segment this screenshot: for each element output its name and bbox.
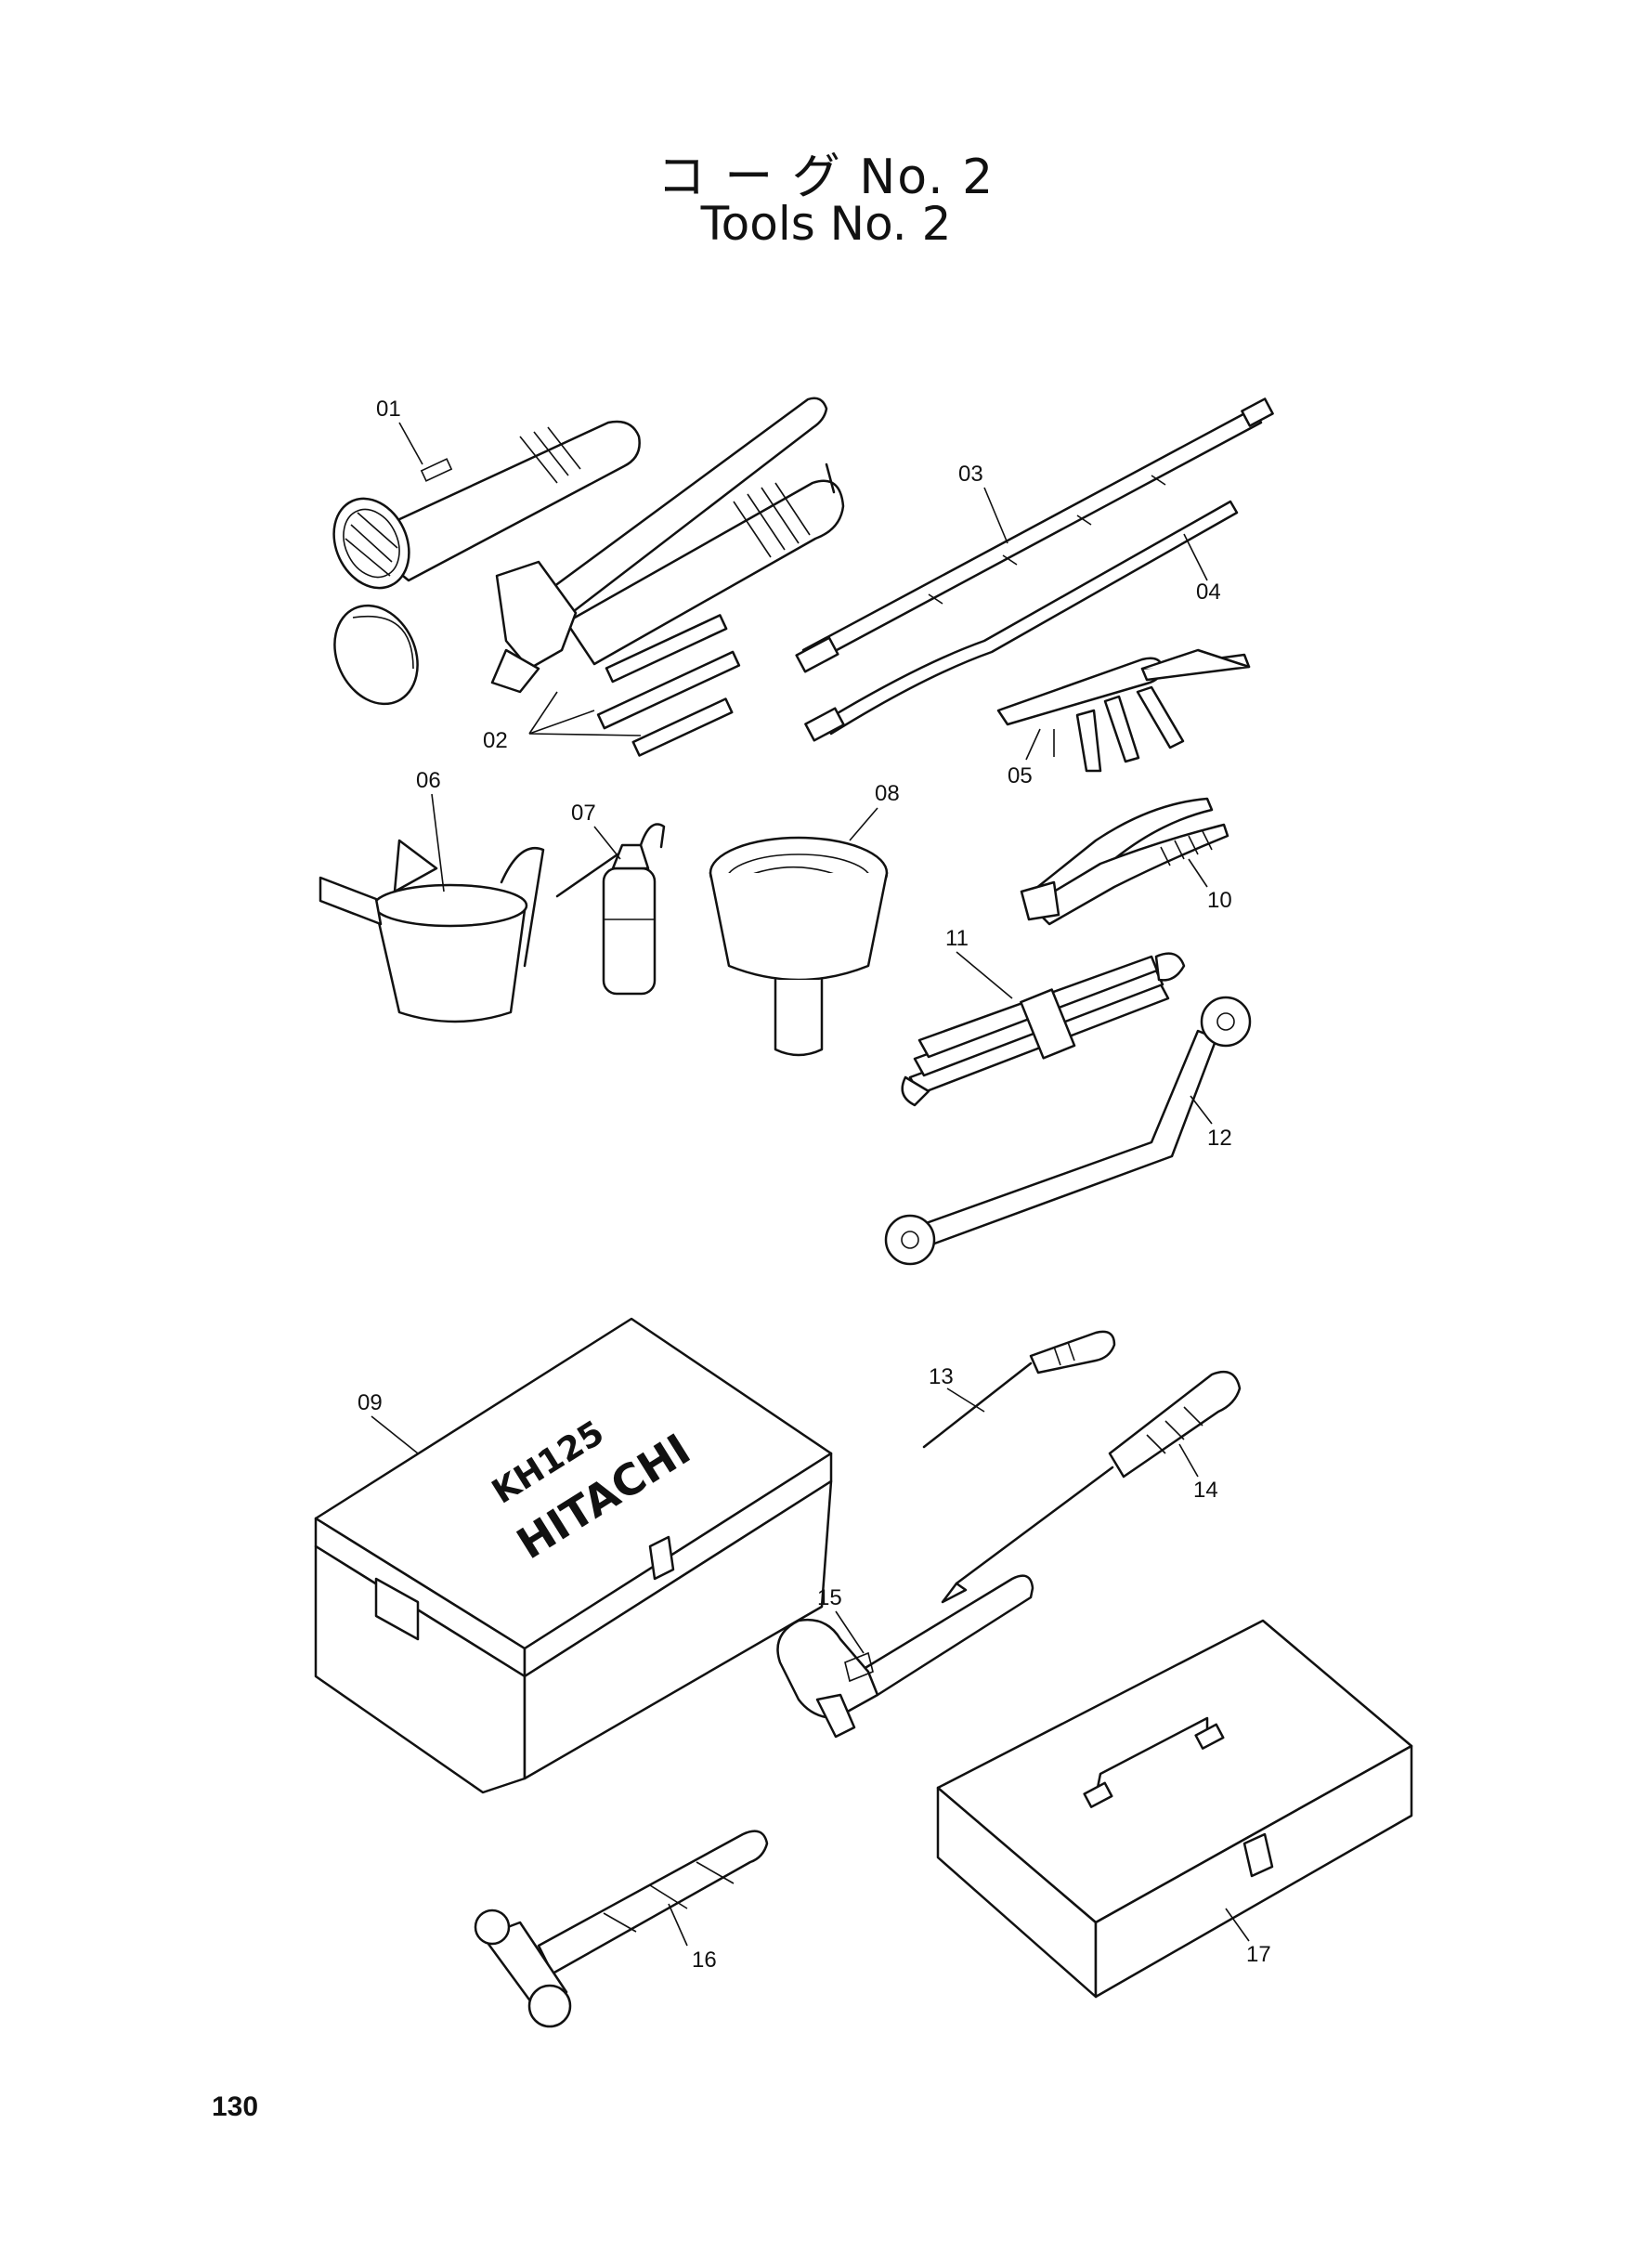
part-hammer-16 — [474, 1830, 769, 2028]
callout-label-09: 09 — [358, 1390, 383, 1415]
part-rod-04 — [804, 500, 1239, 742]
callout-labels: 01 02 03 04 05 06 07 08 10 11 12 09 13 1… — [358, 397, 1271, 1973]
callout-label-05: 05 — [1008, 763, 1033, 788]
callout-label-02: 02 — [483, 728, 508, 753]
callout-leaders-02 — [528, 691, 642, 736]
part-hose-03 — [795, 397, 1274, 673]
callout-label-01: 01 — [376, 397, 401, 422]
part-toolbox-09: KH125 HITACHI — [314, 1317, 833, 1794]
part-ring-wrench-12 — [884, 996, 1252, 1266]
callout-label-03: 03 — [958, 462, 983, 487]
callout-label-07: 07 — [571, 801, 596, 826]
part-flashlight-01 — [332, 420, 641, 706]
callout-label-17: 17 — [1246, 1942, 1271, 1967]
callout-label-13: 13 — [929, 1364, 954, 1389]
callout-label-06: 06 — [416, 768, 441, 793]
part-pliers-10 — [1020, 797, 1229, 926]
part-wrench-set-11 — [901, 952, 1186, 1107]
callout-label-16: 16 — [692, 1948, 717, 1973]
title-english: Tools No. 2 — [700, 197, 952, 251]
part-adjustable-wrench-15 — [776, 1574, 1034, 1739]
callout-label-15: 15 — [817, 1585, 842, 1610]
callout-label-04: 04 — [1196, 580, 1221, 605]
page-number: 130 — [212, 2091, 259, 2122]
callout-label-11: 11 — [945, 926, 969, 951]
callout-label-14: 14 — [1193, 1478, 1218, 1503]
callout-label-08: 08 — [875, 781, 900, 806]
part-oil-can-06 — [319, 839, 545, 1023]
part-screwdriver-14 — [941, 1370, 1242, 1604]
callout-leaders — [371, 422, 1250, 1947]
part-toolbox-17 — [936, 1619, 1413, 1999]
part-hex-keys-05 — [996, 648, 1251, 773]
part-grease-gun-02 — [490, 397, 845, 757]
callout-label-12: 12 — [1207, 1126, 1232, 1151]
part-screwdriver-13 — [922, 1330, 1116, 1449]
part-oiler-07 — [555, 823, 666, 996]
part-funnel-08 — [709, 836, 889, 1057]
title-japanese: コ ー グ No. 2 — [657, 150, 995, 205]
callout-label-10: 10 — [1207, 888, 1232, 913]
